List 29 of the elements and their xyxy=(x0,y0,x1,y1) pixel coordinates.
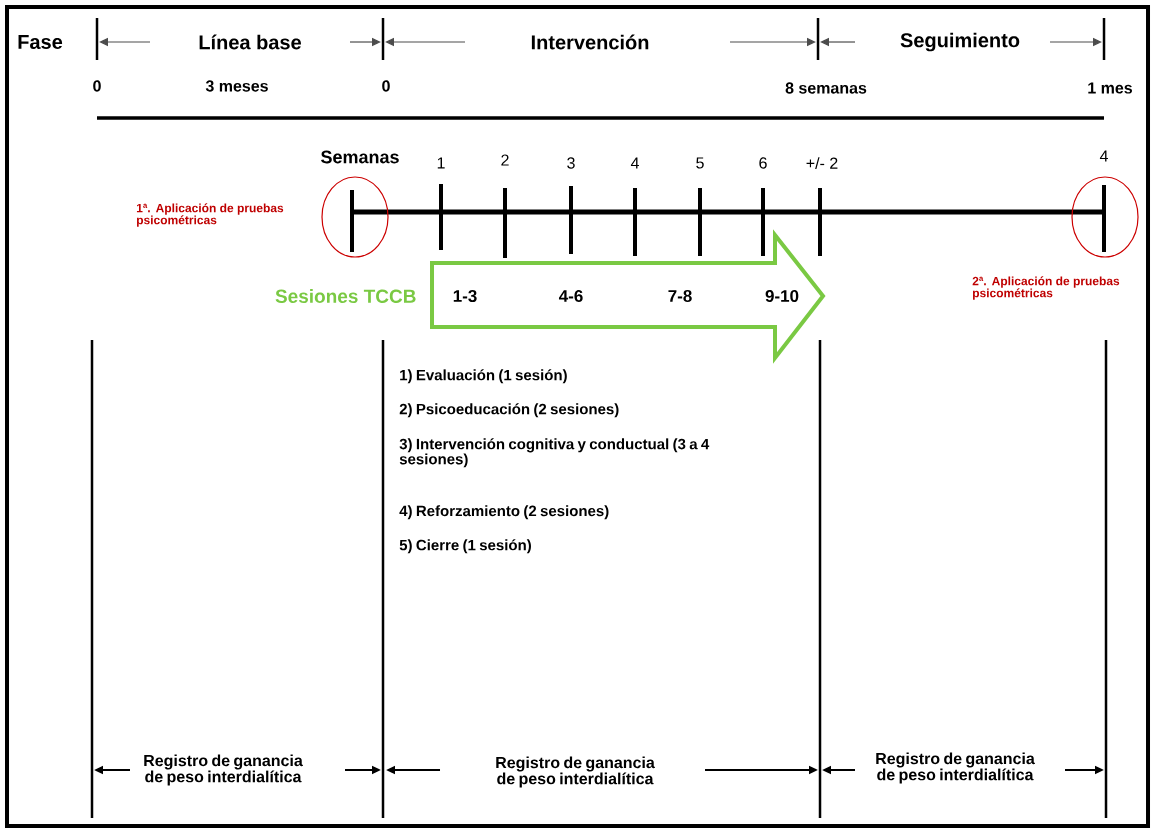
range-label: Registro de ganancia de peso interdialítica xyxy=(144,754,303,786)
highlight-circle xyxy=(1071,176,1139,258)
annotation: 1ª. Aplicación de pruebas psicométricas xyxy=(136,203,284,227)
scale-label: 0 xyxy=(382,80,390,92)
scale-label: 1 mes xyxy=(1088,82,1132,94)
tick-label: 4 xyxy=(1099,150,1108,162)
range-label: Registro de ganancia de peso interdialítica xyxy=(876,752,1035,784)
axis-title: Fase xyxy=(18,35,63,49)
tick-label: 4 xyxy=(630,157,639,169)
tick-label: 3 xyxy=(567,157,575,169)
list-item: 5) Cierre (1 sesión) xyxy=(399,539,531,554)
scale-label: 8 semanas xyxy=(785,82,867,94)
list-item: 2) Psicoeducación (2 sesiones) xyxy=(399,403,619,418)
phase-label: Seguimiento xyxy=(900,32,1020,52)
tick-label: 2 xyxy=(501,154,509,166)
list-item: 3) Intervención cognitiva y conductual (3 a 4 sesiones) xyxy=(399,438,710,468)
range-label: Registro de ganancia de peso interdialítica xyxy=(496,756,655,788)
annotation: 2ª. Aplicación de pruebas psicométricas xyxy=(972,276,1120,300)
phase-label: Línea base xyxy=(199,34,301,50)
tick-label: 6 xyxy=(759,157,767,169)
arrow-caption: Sesiones TCCB xyxy=(275,289,416,303)
highlight-circle xyxy=(321,176,389,258)
tick-label: +/- 2 xyxy=(806,157,838,169)
tick-label: 1 xyxy=(437,157,445,169)
tick-label: 5 xyxy=(696,157,704,169)
phase-label: Intervención xyxy=(531,34,649,50)
scale-label: 3 meses xyxy=(205,80,268,92)
list-item: 4) Reforzamiento (2 sesiones) xyxy=(399,505,609,520)
scale-label: 0 xyxy=(93,80,101,92)
